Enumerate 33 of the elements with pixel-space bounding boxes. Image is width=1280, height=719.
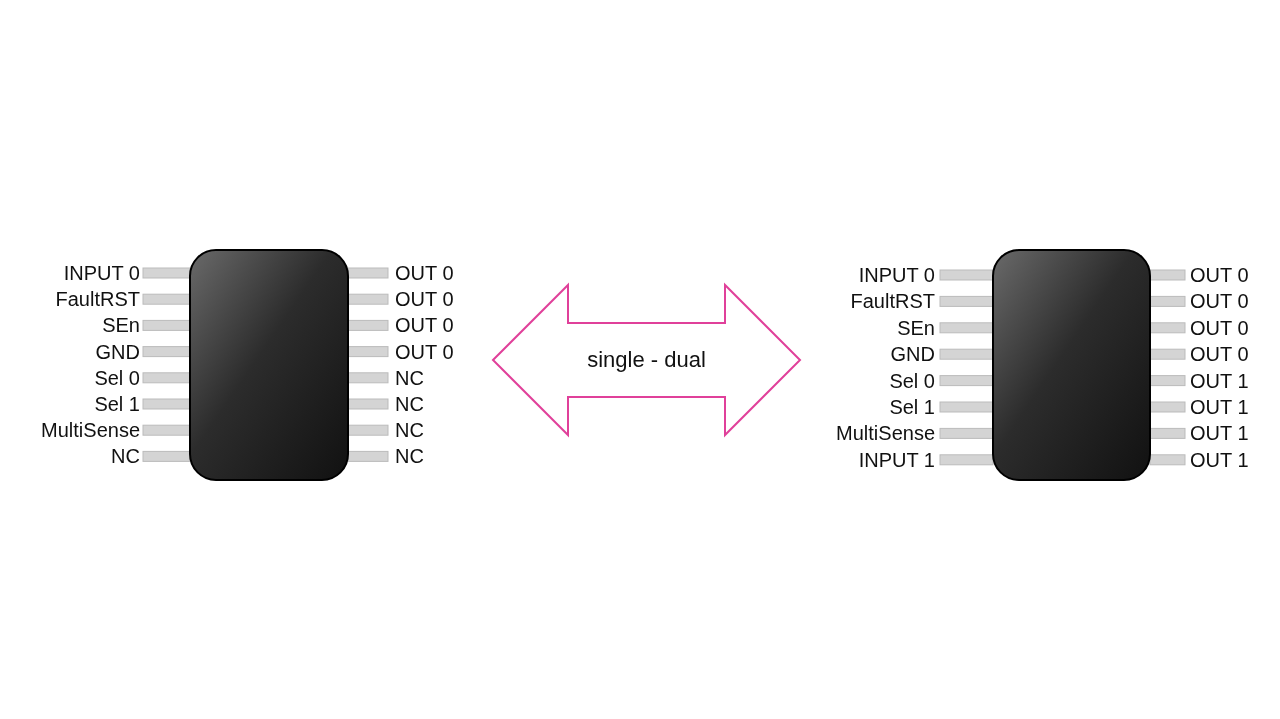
pin-label: INPUT 1 (858, 448, 935, 471)
pin-label: Sel 0 (94, 366, 140, 389)
pin-label: SEn (897, 316, 935, 339)
pin-label: INPUT 0 (858, 264, 935, 286)
pin-label: NC (395, 419, 424, 442)
pin-label: NC (395, 366, 424, 389)
pin-label: MultiSense (41, 419, 140, 442)
pin-label: GND (890, 343, 935, 366)
pin-label: Sel 1 (94, 393, 140, 415)
pin-label: OUT 1 (1190, 396, 1249, 418)
pin-label: NC (111, 445, 140, 468)
pin-label: Sel 1 (889, 396, 935, 418)
pin-label: OUT 1 (1190, 422, 1249, 445)
pin-label: FaultRST (55, 288, 140, 311)
pin-label: OUT 0 (395, 340, 454, 363)
pin-label: GND (95, 340, 140, 363)
pin-label: MultiSense (836, 422, 935, 445)
pin-label: OUT 0 (1190, 316, 1249, 339)
pin-label: INPUT 0 (63, 262, 140, 284)
pin-label: SEn (102, 314, 140, 337)
pin-label: NC (395, 445, 424, 468)
double-arrow (491, 282, 802, 438)
pin-label: OUT 0 (1190, 343, 1249, 366)
pin-label: OUT 1 (1190, 369, 1249, 392)
pin-label: OUT 1 (1190, 448, 1249, 471)
pin-label: OUT 0 (395, 288, 454, 311)
pin-label: OUT 0 (395, 314, 454, 337)
pin-label: FaultRST (850, 290, 935, 313)
pin-label: OUT 0 (1190, 264, 1249, 286)
pin-label: OUT 0 (1190, 290, 1249, 313)
pin-label: OUT 0 (395, 262, 454, 284)
pin-label: Sel 0 (889, 369, 935, 392)
pin-label: NC (395, 393, 424, 415)
